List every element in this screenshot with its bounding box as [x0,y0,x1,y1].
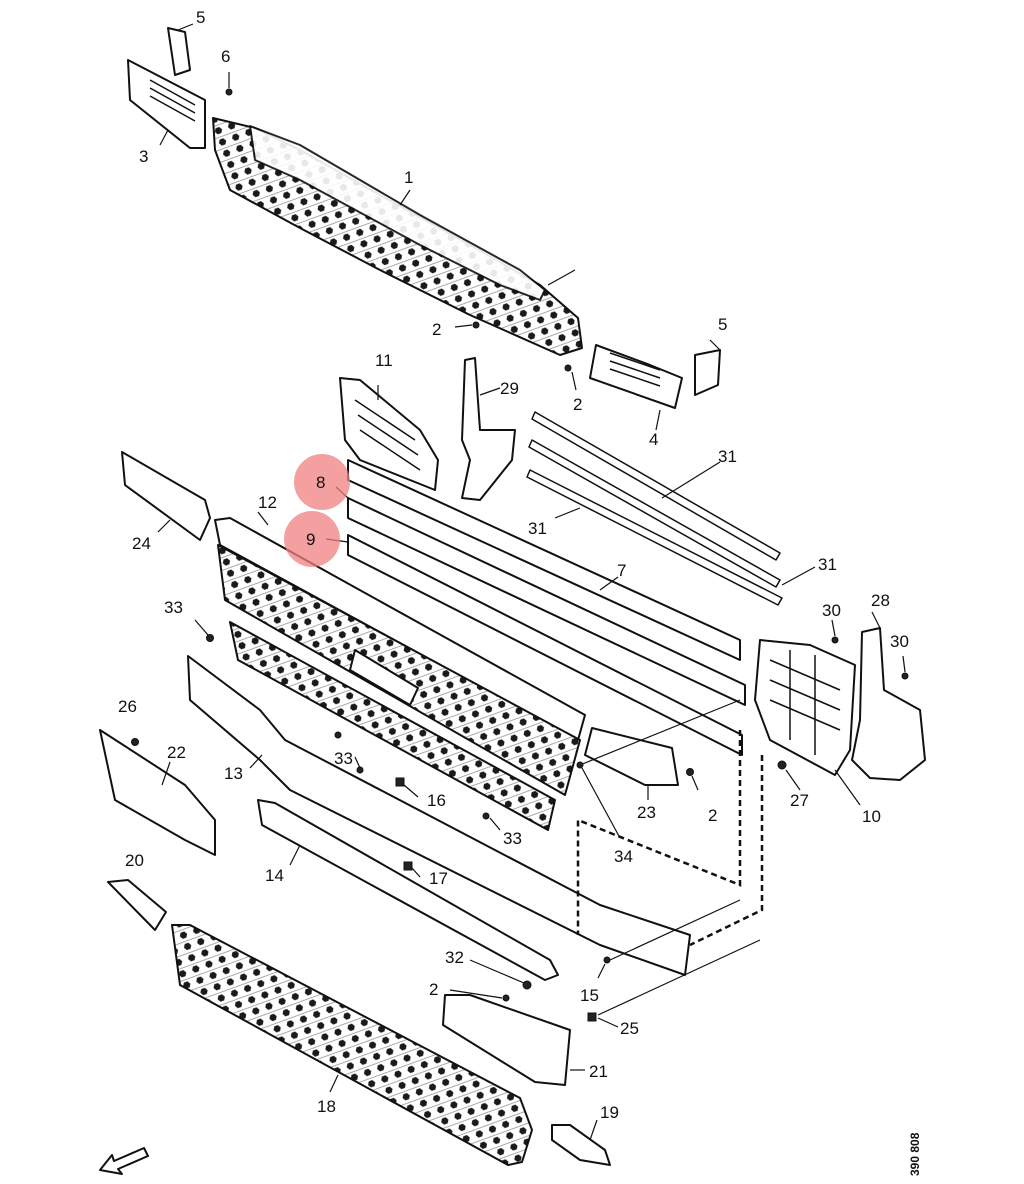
callout-1: 1 [404,168,413,187]
part-spoiler-bar [257,799,559,981]
callout-30: 30 [822,601,841,620]
highlight-circle-8 [294,454,350,510]
callout-9: 9 [306,530,315,549]
part-left-corner-trim [107,879,167,931]
callout-26: 26 [118,697,137,716]
part-right-trim [584,727,679,800]
callout-15: 15 [580,986,599,1005]
callout-22: 22 [167,743,186,762]
part-right-corner-trim [551,1119,611,1166]
callout-33: 33 [503,829,522,848]
callout-25: 25 [620,1019,639,1038]
callout-6: 6 [221,47,230,66]
callout-8: 8 [316,473,325,492]
callout-32: 32 [445,948,464,967]
callout-31: 31 [718,447,737,466]
callout-14: 14 [265,866,284,885]
part-upper-grille [212,117,583,356]
part-right-upper-bracket [454,321,721,431]
callout-10: 10 [862,807,881,826]
callout-5: 5 [196,8,205,27]
part-left-inner-bracket [339,377,439,491]
direction-arrow-icon [99,1147,149,1175]
callout-3: 3 [139,147,148,166]
callout-2: 2 [708,806,717,825]
callout-17: 17 [429,869,448,888]
part-crossbars [325,459,746,756]
callout-2: 2 [432,320,441,339]
diagram-reference-code: 390 808 [908,1132,922,1176]
fasteners [131,619,909,1028]
part-right-inner-bracket [754,639,861,806]
callout-5: 5 [718,315,727,334]
callout-33: 33 [334,749,353,768]
callout-20: 20 [125,851,144,870]
callout-24: 24 [132,534,151,553]
highlight-circle-9 [284,511,340,567]
callout-2: 2 [429,980,438,999]
callout-31: 31 [528,519,547,538]
part-left-side-panel [99,729,216,856]
callout-2: 2 [573,395,582,414]
callout-19: 19 [600,1103,619,1122]
callout-11: 11 [375,351,393,370]
callout-31: 31 [818,555,837,574]
callout-12: 12 [258,493,277,512]
guide-lines [576,699,764,1016]
callout-29: 29 [500,379,519,398]
part-left-upper-bracket [127,23,233,149]
callout-18: 18 [317,1097,336,1116]
highlight-markers [284,454,350,567]
part-left-trim [121,451,211,541]
callout-23: 23 [637,803,656,822]
part-right-lower-panel [442,994,585,1086]
callout-21: 21 [589,1062,608,1081]
callout-4: 4 [649,430,658,449]
callout-13: 13 [224,764,243,783]
part-lower-grille-insert [229,621,556,831]
part-right-hinge [851,611,926,781]
callout-33: 33 [164,598,183,617]
part-bottom-grille [171,924,533,1166]
callout-34: 34 [614,847,633,866]
part-main-grille [214,511,586,796]
part-seal-strips [526,411,816,606]
callout-28: 28 [871,591,890,610]
callout-labels: 5 6 3 1 2 5 2 4 11 29 31 31 31 8 9 12 24… [118,8,909,1122]
callout-27: 27 [790,791,809,810]
part-hinge-arm [461,357,516,501]
callout-30: 30 [890,632,909,651]
callout-7: 7 [617,561,626,580]
callout-16: 16 [427,791,446,810]
